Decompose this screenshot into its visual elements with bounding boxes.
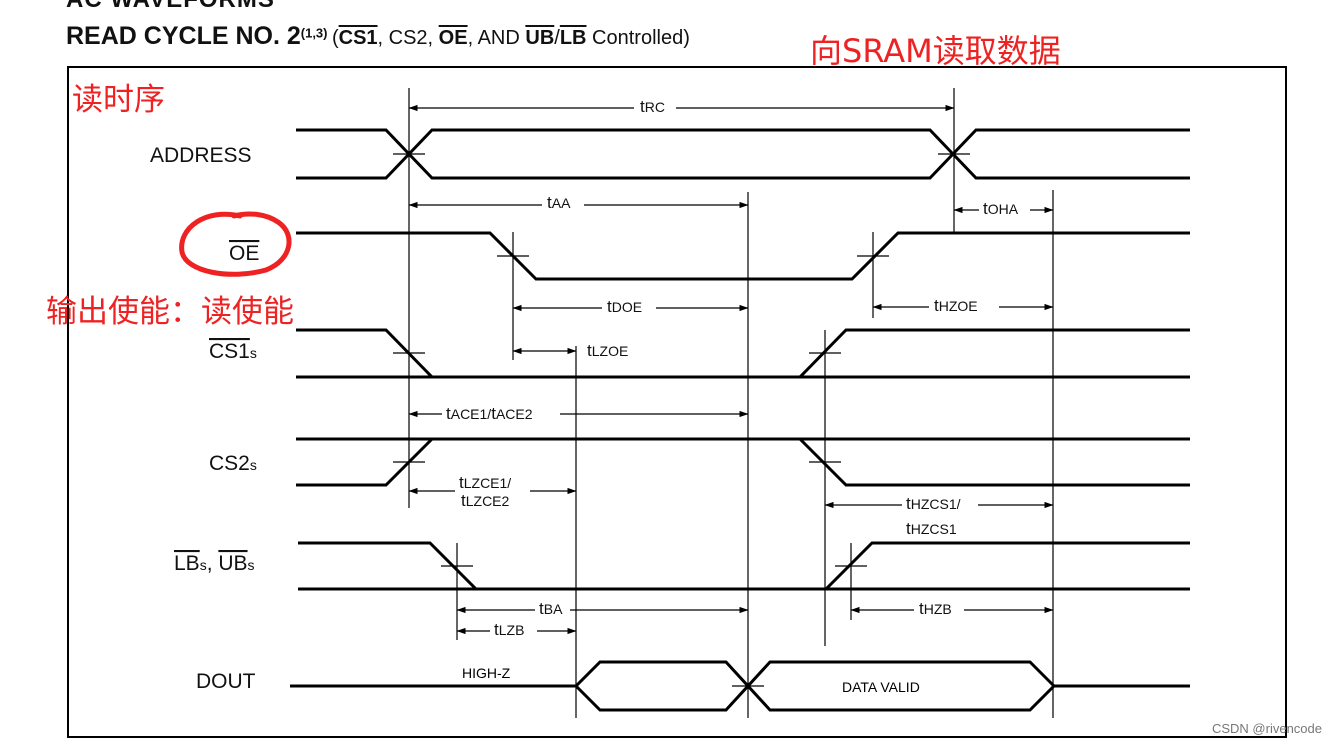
waveform-cs2 bbox=[296, 437, 1190, 487]
diagram-title-row: READ CYCLE NO. 2(1,3) (CS1, CS2, OE, AND… bbox=[66, 22, 690, 51]
cs2-name: CS2 bbox=[209, 452, 250, 475]
waveform-cs1 bbox=[296, 328, 1190, 379]
label-taa: tAA bbox=[547, 193, 571, 212]
label-tdoe: tDOE bbox=[607, 297, 642, 316]
timing-labels: tRC tAA tOHA tDOE tHZOE tLZOE tACE1/tACE… bbox=[446, 97, 1019, 639]
oe-highlight-circle bbox=[179, 211, 292, 277]
lb-name: LB bbox=[174, 552, 200, 575]
lb-sub: s bbox=[200, 557, 207, 573]
label-thzcs1-b: tHZCS1 bbox=[906, 519, 957, 538]
label-tba: tBA bbox=[539, 599, 563, 618]
sep-cs2: , CS2, bbox=[377, 27, 439, 49]
label-tlzb: tLZB bbox=[494, 620, 524, 639]
section-heading: AC WAVEFORMS bbox=[66, 0, 275, 14]
waveform-lb-ub bbox=[298, 541, 1190, 591]
ub-sub: s bbox=[248, 557, 255, 573]
waveform-oe bbox=[296, 231, 1190, 281]
lb-bar: LB bbox=[559, 27, 587, 49]
label-trc: tRC bbox=[640, 97, 665, 116]
timing-arrows bbox=[408, 104, 1054, 635]
title-controlled-by: (CS1, CS2, OE, AND UB/LB Controlled) bbox=[332, 27, 690, 49]
label-tlzce2: tLZCE2 bbox=[461, 491, 510, 510]
signal-label-lb-ub: LBs, UBs bbox=[174, 552, 255, 575]
signal-label-oe: OE bbox=[229, 242, 259, 265]
label-tace: tACE1/tACE2 bbox=[446, 404, 533, 423]
signal-label-dout: DOUT bbox=[196, 670, 256, 693]
label-thzoe: tHZOE bbox=[934, 296, 978, 315]
title-footnote-ref: (1,3) bbox=[300, 25, 328, 41]
sep-and: , AND bbox=[467, 27, 526, 49]
label-high-z: HIGH-Z bbox=[462, 665, 511, 681]
label-data-valid: DATA VALID bbox=[842, 679, 920, 695]
ub-name: UB bbox=[218, 552, 247, 575]
waveform-address bbox=[296, 128, 1190, 180]
watermark: CSDN @rivencode bbox=[1211, 721, 1322, 736]
paren-open: ( bbox=[331, 27, 339, 49]
diagram-frame bbox=[67, 66, 1287, 738]
annotation-sram-read: 向SRAM读取数据 bbox=[810, 32, 1061, 70]
signal-label-cs1: CS1s bbox=[209, 340, 257, 363]
annotation-read-timing: 读时序 bbox=[72, 82, 165, 118]
cs1-name: CS1 bbox=[209, 340, 250, 363]
diagram-title: READ CYCLE NO. 2 bbox=[66, 22, 301, 50]
cs2-sub: s bbox=[250, 457, 257, 473]
cs1-bar: CS1 bbox=[338, 27, 378, 49]
oe-bar: OE bbox=[438, 27, 468, 49]
signal-label-address: ADDRESS bbox=[150, 144, 252, 167]
controlled-suffix: Controlled) bbox=[586, 27, 690, 49]
lb-ub-sep: , bbox=[207, 552, 219, 575]
timing-guide-lines bbox=[393, 88, 1054, 718]
ub-bar: UB bbox=[525, 27, 555, 49]
annotation-oe-description: 输出使能：读使能 bbox=[46, 294, 294, 330]
label-thzb: tHZB bbox=[919, 599, 952, 618]
label-toha: tOHA bbox=[983, 199, 1019, 218]
slash: / bbox=[554, 27, 560, 49]
label-tlzoe: tLZOE bbox=[587, 341, 628, 360]
label-thzcs1-a: tHZCS1/ bbox=[906, 494, 961, 513]
cs1-sub: s bbox=[250, 345, 257, 361]
label-tlzce1: tLZCE1/ bbox=[459, 473, 511, 492]
signal-label-cs2: CS2s bbox=[209, 452, 257, 475]
